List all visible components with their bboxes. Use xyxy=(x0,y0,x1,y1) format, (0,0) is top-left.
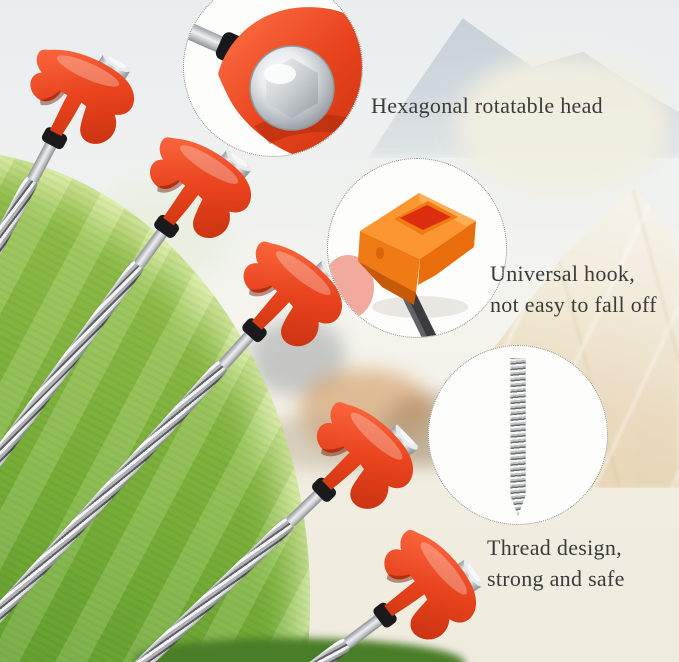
peg-head xyxy=(373,529,484,640)
head-highlight xyxy=(350,412,403,460)
hook-closeup-illustration xyxy=(328,193,476,337)
head-highlight xyxy=(56,55,120,87)
hook-notch-shadow xyxy=(321,446,348,457)
callout-circle-head xyxy=(183,0,363,157)
hook-notch-shadow xyxy=(157,180,183,193)
head-closeup-illustration xyxy=(184,7,362,156)
peg-collar xyxy=(154,214,180,238)
peg-head-body xyxy=(30,49,135,144)
head-highlight xyxy=(179,145,239,184)
feature-label-hook: Universal hook, not easy to fall off xyxy=(490,258,657,320)
head-highlight xyxy=(276,251,331,295)
peg-head xyxy=(312,402,418,509)
peg-shaft-thread xyxy=(176,635,354,662)
peg-head xyxy=(150,137,252,238)
tree-blob xyxy=(455,55,670,195)
feature-label-thread-line1: Thread design, xyxy=(487,535,622,560)
peg-shaft-thread xyxy=(0,174,40,605)
tent-peg-2 xyxy=(0,111,279,648)
peg-collar xyxy=(242,318,267,343)
hook-notch-shadow xyxy=(249,285,276,297)
peg-head-body xyxy=(150,137,252,238)
peg-collar xyxy=(312,477,337,502)
hook-notch-shadow xyxy=(386,574,413,583)
hook-notch-shadow xyxy=(39,90,65,106)
peg-head-body xyxy=(316,402,414,509)
tent-peg-3 xyxy=(0,216,371,662)
peg-collar xyxy=(373,602,397,628)
closeup-hex-bolt xyxy=(249,45,335,131)
tent-peg-1 xyxy=(0,23,161,605)
peg-shaft-thread xyxy=(48,515,297,662)
feature-label-thread: Thread design, strong and safe xyxy=(487,532,625,594)
tent-peg-4 xyxy=(48,377,441,662)
feature-label-hook-line2: not easy to fall off xyxy=(490,292,657,317)
thread-closeup-screw xyxy=(510,358,526,516)
tent-peg-5 xyxy=(176,507,504,662)
peg-head xyxy=(242,241,346,347)
feature-label-head: Hexagonal rotatable head xyxy=(371,90,603,121)
callout-circle-thread xyxy=(428,345,608,525)
peg-head xyxy=(30,49,135,150)
hook-body xyxy=(358,193,476,337)
peg-head-body xyxy=(243,241,342,347)
feature-label-thread-line2: strong and safe xyxy=(487,566,625,591)
callout-circle-hook xyxy=(327,158,507,338)
peg-head-body xyxy=(384,529,476,640)
head-highlight xyxy=(420,542,467,595)
feature-label-hook-line1: Universal hook, xyxy=(490,261,636,286)
feature-label-head-text: Hexagonal rotatable head xyxy=(371,93,603,118)
